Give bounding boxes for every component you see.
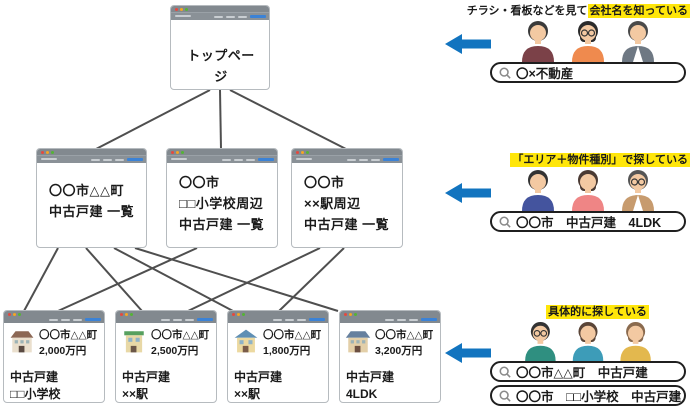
traffic-light-icons	[41, 151, 54, 154]
traffic-light-icons	[175, 8, 188, 11]
window-list-town: 〇〇市△△町 中古戸建 一覧	[36, 148, 147, 248]
property-type: 中古戸建	[346, 369, 395, 384]
audience-label-highlight: 会社名を知っている	[587, 4, 690, 18]
search-query: 〇〇市△△町 中古戸建	[516, 366, 648, 380]
browser-chrome	[228, 311, 328, 323]
window-list-station: 〇〇市 ××駅周辺 中古戸建 一覧	[291, 148, 403, 248]
search-input[interactable]: 〇〇市 中古戸建 4LDK	[490, 211, 686, 232]
audience-specific-searchers: 具体的に探している 〇〇市△△町 中古戸建	[445, 303, 690, 406]
property-feature: 4LDK	[346, 386, 378, 401]
search-icon	[499, 67, 511, 79]
audience-label-plain: チラシ・看板などを見て	[466, 5, 588, 17]
search-input[interactable]: 〇×不動産	[490, 62, 686, 83]
search-query: 〇〇市 中古戸建 4LDK	[516, 216, 662, 230]
house-icon	[124, 331, 144, 353]
window-property-3: 〇〇市△△町 1,800万円 中古戸建 ××駅	[227, 310, 329, 403]
property-price: 2,000万円	[39, 344, 87, 357]
list-title-line: ××駅周辺	[304, 195, 361, 211]
property-price: 2,500万円	[151, 344, 199, 357]
property-feature: ××駅	[122, 386, 149, 401]
property-price: 1,800万円	[263, 344, 311, 357]
people-illustration	[525, 321, 651, 361]
list-title-line: 〇〇市△△町	[49, 183, 124, 198]
traffic-light-icons	[296, 151, 309, 154]
audience-area-searchers: 「エリア＋物件種別」で探している 〇〇市 中古戸建 4LD	[445, 151, 690, 232]
search-query: 〇×不動産	[516, 67, 574, 81]
people-group	[490, 20, 686, 62]
property-type: 中古戸建	[122, 369, 171, 384]
list-title-line: 中古戸建 一覧	[304, 216, 390, 232]
audience-label: チラシ・看板などを見て会社名を知っている	[445, 2, 690, 18]
property-type: 中古戸建	[234, 369, 283, 384]
audience-label-highlight: 「エリア＋物件種別」で探している	[510, 153, 690, 167]
browser-chrome	[167, 149, 277, 163]
window-list-school: 〇〇市 □□小学校周辺 中古戸建 一覧	[166, 148, 278, 248]
search-icon	[499, 390, 511, 402]
house-icon	[345, 331, 371, 353]
audience-label: 具体的に探している	[445, 303, 690, 319]
people-group	[490, 169, 686, 211]
traffic-light-icons	[120, 313, 133, 316]
house-icon	[10, 331, 34, 353]
list-title-line: 〇〇市	[179, 175, 220, 190]
people-illustration	[522, 21, 654, 62]
search-icon	[499, 366, 511, 378]
browser-chrome	[292, 149, 402, 163]
property-location: 〇〇市△△町	[263, 329, 322, 341]
window-property-2: 〇〇市△△町 2,500万円 中古戸建 ××駅	[115, 310, 217, 403]
window-top-page: トップページ	[170, 5, 270, 90]
search-input[interactable]: 〇〇市△△町 中古戸建	[490, 361, 686, 382]
property-location: 〇〇市△△町	[375, 329, 434, 341]
top-page-title: トップページ	[187, 48, 255, 84]
property-location: 〇〇市△△町	[151, 329, 210, 341]
audience-label: 「エリア＋物件種別」で探している	[445, 151, 690, 167]
list-title-line: □□小学校周辺	[179, 195, 264, 211]
property-feature: □□小学校	[10, 386, 61, 401]
traffic-light-icons	[344, 313, 357, 316]
list-title-line: 中古戸建 一覧	[49, 203, 135, 219]
window-property-4: 〇〇市△△町 3,200万円 中古戸建 4LDK	[339, 310, 441, 403]
window-property-1: 〇〇市△△町 2,000万円 中古戸建 □□小学校	[3, 310, 105, 403]
browser-chrome	[171, 6, 269, 20]
property-feature: ××駅	[234, 386, 261, 401]
property-price: 3,200万円	[375, 344, 423, 357]
list-title-line: 〇〇市	[304, 175, 345, 190]
browser-chrome	[340, 311, 440, 323]
arrow-left-icon	[445, 34, 491, 54]
audience-label-highlight: 具体的に探している	[546, 305, 649, 319]
search-query: 〇〇市 □□小学校 中古戸建	[516, 390, 682, 404]
search-input[interactable]: 〇〇市 □□小学校 中古戸建	[490, 385, 686, 406]
people-illustration	[522, 170, 654, 211]
traffic-light-icons	[171, 151, 184, 154]
house-icon	[234, 329, 258, 353]
traffic-light-icons	[232, 313, 245, 316]
audience-brand-searchers: チラシ・看板などを見て会社名を知っている 〇×不動産	[445, 2, 690, 83]
search-icon	[499, 216, 511, 228]
browser-chrome	[116, 311, 216, 323]
browser-chrome	[4, 311, 104, 323]
people-group	[490, 321, 686, 361]
traffic-light-icons	[8, 313, 21, 316]
browser-chrome	[37, 149, 146, 163]
arrow-left-icon	[445, 183, 491, 203]
property-type: 中古戸建	[10, 369, 59, 384]
list-title-line: 中古戸建 一覧	[179, 216, 265, 232]
arrow-left-icon	[445, 343, 491, 363]
property-location: 〇〇市△△町	[39, 329, 98, 341]
